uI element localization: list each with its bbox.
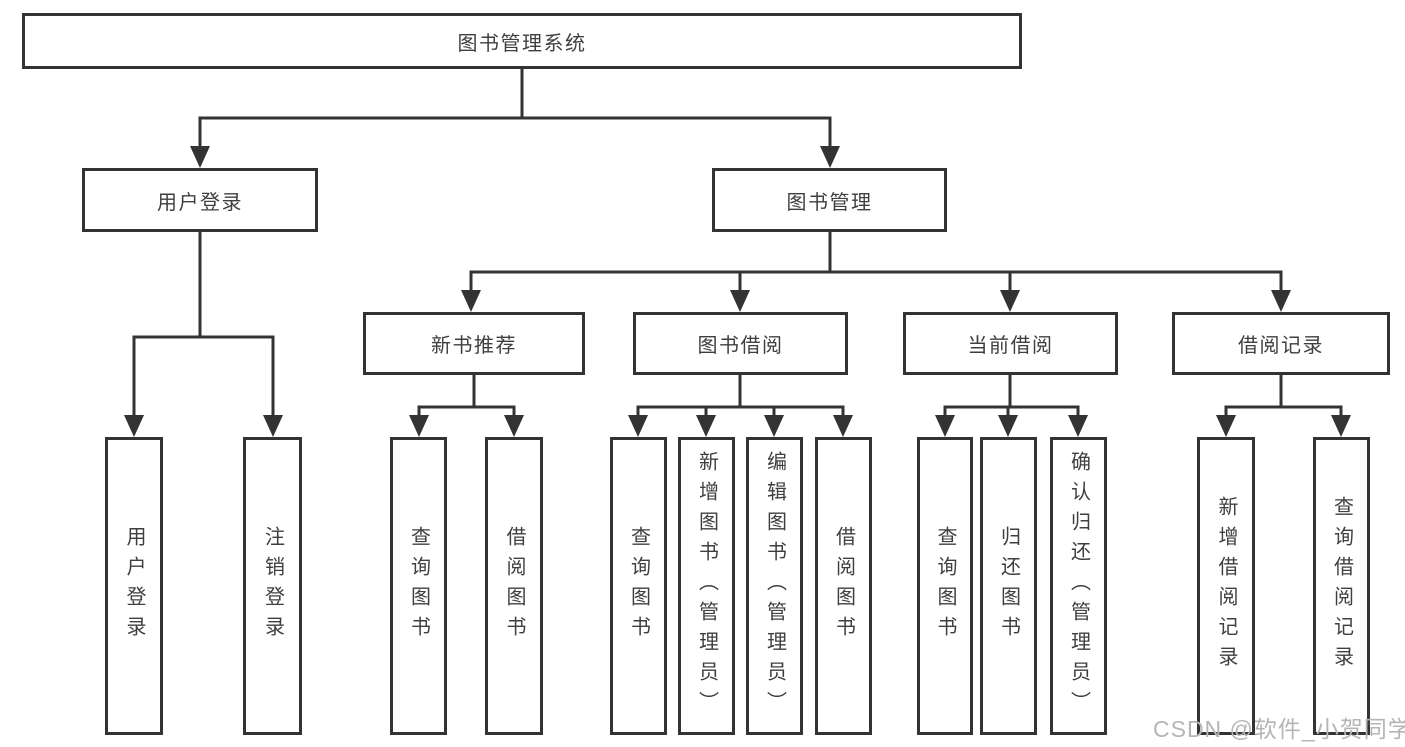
connector-current-borrow [943,375,1080,417]
node-label-bor-add-book: 新增图书（管理员） [695,451,718,721]
node-label-leaf-user-login: 用户登录 [123,526,145,646]
diagram-node-bor-add-book: 新增图书（管理员） [678,437,735,735]
connector-book-mgmt [469,232,1283,292]
arrowhead [409,415,429,437]
arrowhead [1068,415,1088,437]
node-label-cur-query-book: 查询图书 [934,526,956,646]
diagram-node-current-borrow: 当前借阅 [903,312,1118,375]
node-label-bor-borrow-book: 借阅图书 [832,526,855,646]
arrowhead [1271,290,1291,312]
diagram-node-user-login: 用户登录 [82,168,318,232]
arrowhead [820,146,840,168]
diagram-node-bor-query-book: 查询图书 [610,437,667,735]
arrowhead [764,415,784,437]
node-label-cur-confirm-return: 确认归还（管理员） [1067,451,1090,721]
arrowhead [1000,290,1020,312]
arrowhead [833,415,853,437]
diagram-node-book-borrow: 图书借阅 [633,312,848,375]
arrowhead [504,415,524,437]
diagram-node-log-add-record: 新增借阅记录 [1197,437,1255,735]
connector-book-borrow [636,375,845,417]
node-label-root: 图书管理系统 [457,32,587,55]
arrowhead [935,415,955,437]
node-label-current-borrow: 当前借阅 [967,335,1054,357]
arrowhead [1331,415,1351,437]
node-label-new-book-rec: 新书推荐 [431,335,517,357]
diagram-node-leaf-user-login: 用户登录 [105,437,163,735]
arrowhead [1216,415,1236,437]
arrowheads [124,146,1351,437]
diagram-node-borrow-record: 借阅记录 [1172,312,1390,375]
connector-user-login [132,232,275,417]
connector-root [198,69,832,148]
node-label-cur-return-book: 归还图书 [997,526,1020,646]
node-label-log-add-record: 新增借阅记录 [1215,496,1237,676]
csdn-watermark: CSDN @软件_小贺同学 [1153,716,1405,742]
diagram-node-rec-query-book: 查询图书 [390,437,447,735]
diagram-node-book-mgmt: 图书管理 [712,168,947,232]
arrowhead [263,415,283,437]
diagram-node-bor-edit-book: 编辑图书（管理员） [746,437,803,735]
diagram-node-cur-confirm-return: 确认归还（管理员） [1050,437,1107,735]
arrowhead [998,415,1018,437]
connector-borrow-record [1224,375,1343,417]
connector-new-book-rec [417,375,516,417]
node-label-bor-query-book: 查询图书 [627,526,650,646]
node-label-bor-edit-book: 编辑图书（管理员） [763,451,786,721]
diagram-node-cur-return-book: 归还图书 [980,437,1037,735]
arrowhead [730,290,750,312]
arrowhead [124,415,144,437]
arrowhead [190,146,210,168]
node-label-book-borrow: 图书借阅 [697,335,784,357]
node-label-log-query-record: 查询借阅记录 [1330,496,1353,676]
node-label-leaf-logout: 注销登录 [261,526,284,646]
diagram-node-new-book-rec: 新书推荐 [363,312,585,375]
node-label-borrow-record: 借阅记录 [1238,335,1324,357]
diagram-node-leaf-logout: 注销登录 [243,437,302,735]
arrowhead [628,415,648,437]
diagram-node-cur-query-book: 查询图书 [917,437,973,735]
node-label-book-mgmt: 图书管理 [786,191,873,214]
node-label-rec-borrow-book: 借阅图书 [503,526,525,646]
diagram-node-bor-borrow-book: 借阅图书 [815,437,872,735]
node-label-rec-query-book: 查询图书 [407,526,430,646]
diagram-node-log-query-record: 查询借阅记录 [1313,437,1370,735]
diagram-node-root: 图书管理系统 [22,13,1022,69]
diagram-node-rec-borrow-book: 借阅图书 [485,437,543,735]
node-label-user-login: 用户登录 [157,191,243,214]
arrowhead [696,415,716,437]
arrowhead [461,290,481,312]
